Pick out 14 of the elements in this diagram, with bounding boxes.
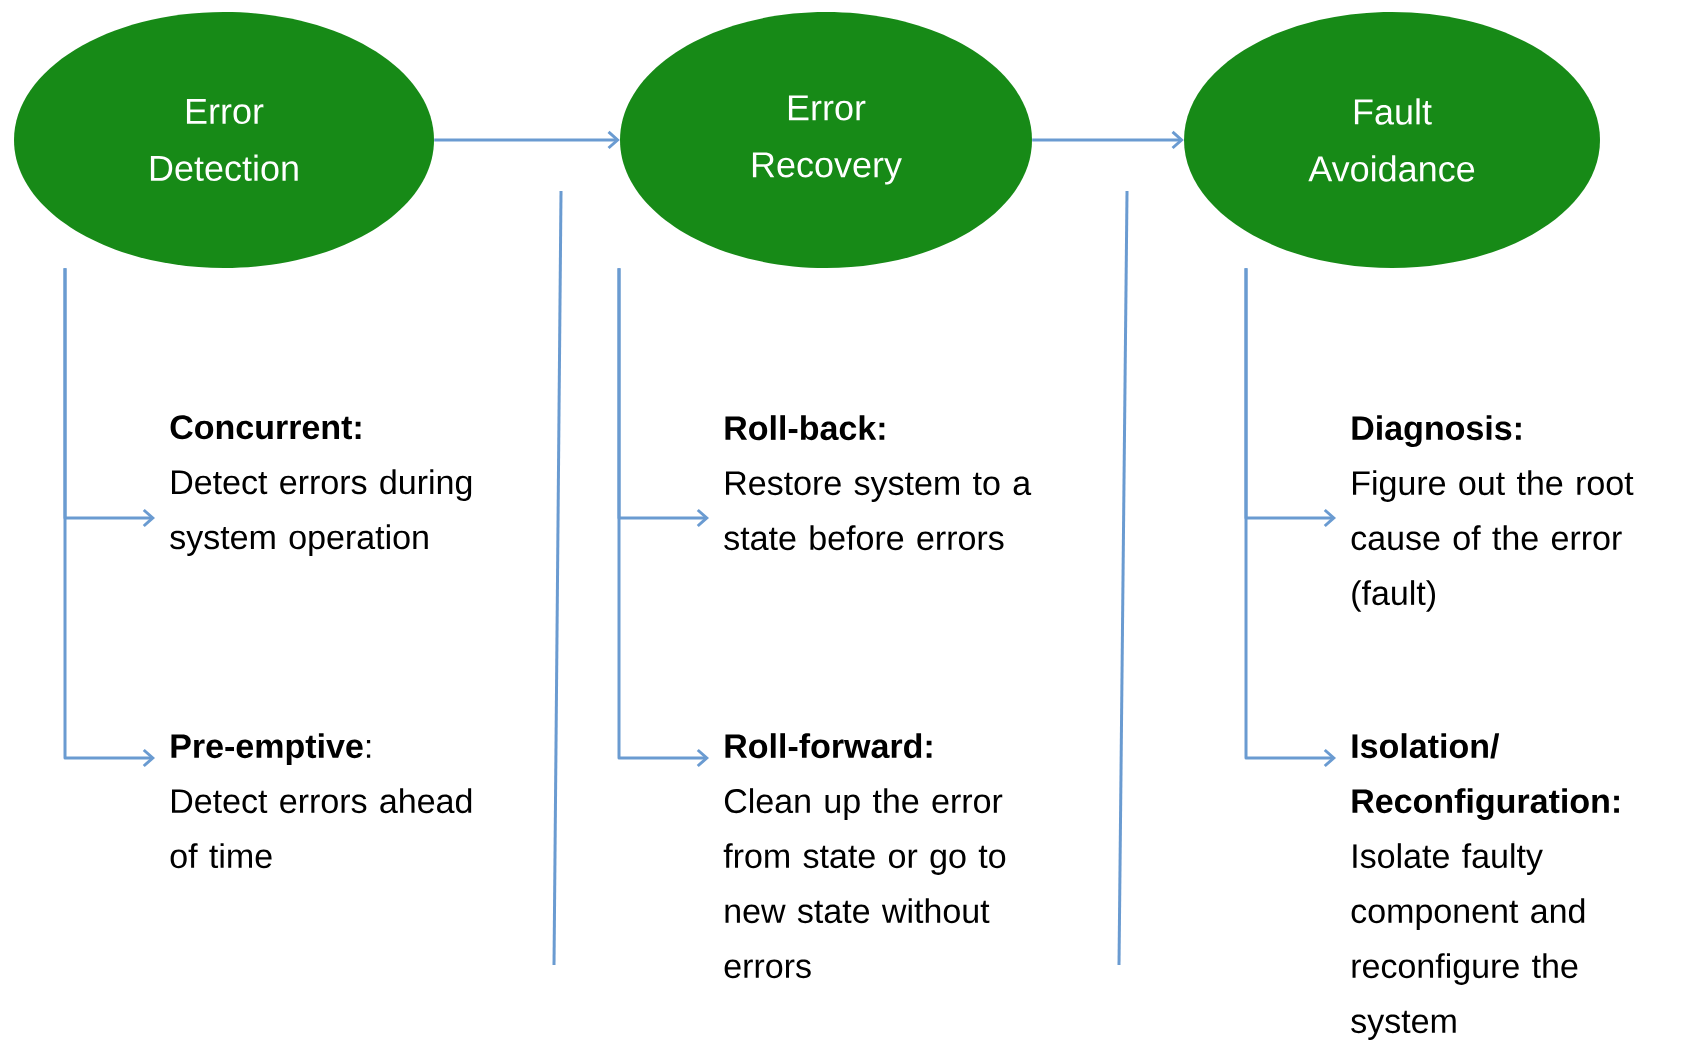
description-text: Diagnosis: Figure out the root cause of the error (fault) bbox=[1351, 415, 1634, 612]
ellipse-node: Error Detection bbox=[14, 12, 434, 268]
ellipse-node: Error Recovery bbox=[620, 12, 1032, 268]
description-text: Concurrent: Detect errors during system operation bbox=[170, 415, 472, 556]
description-text: Roll-forward: Clean up the error from state or go to new state without errors bbox=[723, 733, 1006, 979]
arrow bbox=[434, 130, 620, 150]
description-text: Isolation/ Reconfiguration: Isolate faulty component and reconfigure the system bbox=[1351, 733, 1619, 1040]
arrow bbox=[63, 268, 155, 768]
description-text: Roll-back: Restore system to a state before errors bbox=[724, 415, 1032, 551]
description-text: Pre-emptive: Detect errors ahead of time bbox=[170, 733, 472, 869]
arrow bbox=[1244, 268, 1336, 768]
arrow bbox=[617, 268, 709, 768]
ellipse-node: Fault Avoidance bbox=[1184, 12, 1600, 268]
arrow bbox=[1032, 130, 1184, 150]
